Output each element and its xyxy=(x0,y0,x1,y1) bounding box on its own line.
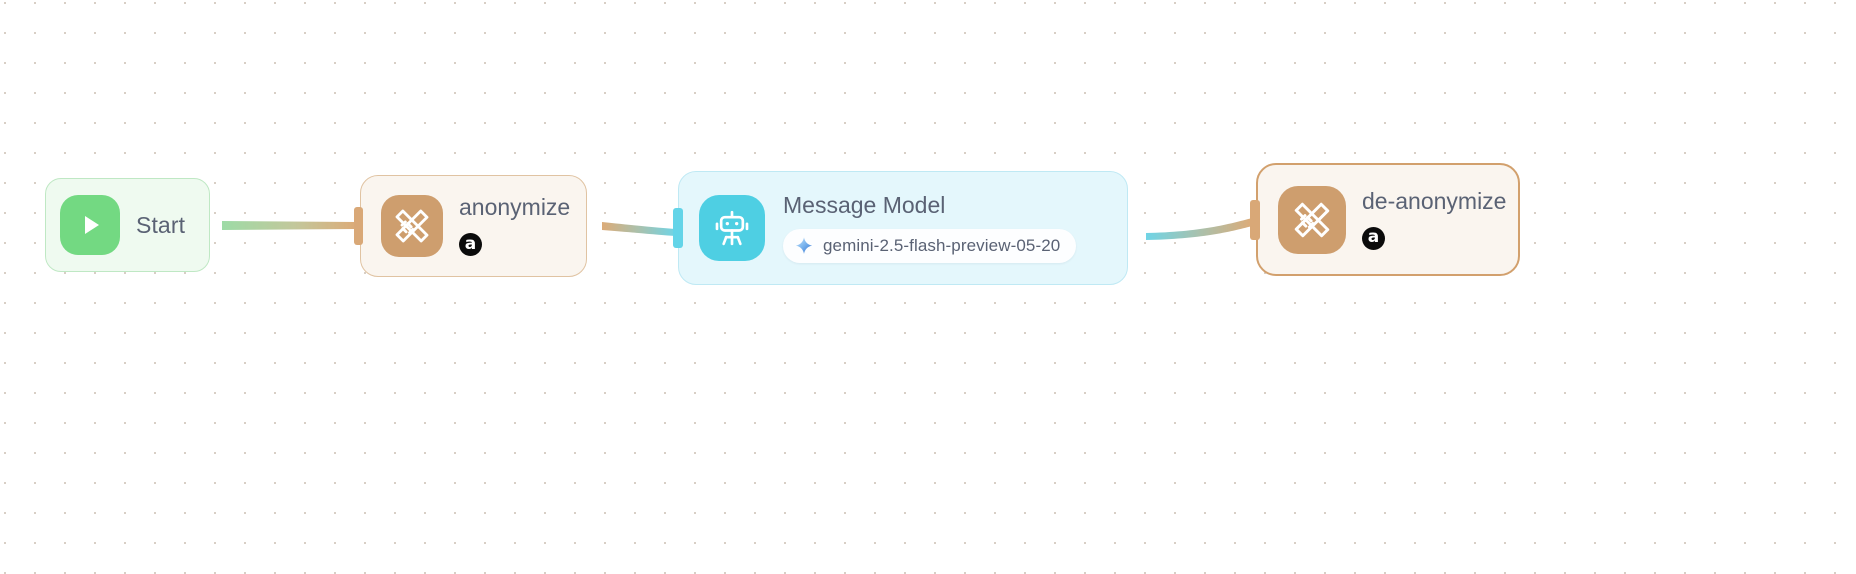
de-anonymize-badge-glyph: a xyxy=(1367,227,1380,247)
de-anonymize-body: de-anonymize a xyxy=(1362,187,1507,250)
de-anonymize-provider-badge: a xyxy=(1362,226,1385,250)
pencil-ruler-icon xyxy=(381,195,443,257)
message-model-body: Message Model gemini-2.5- xyxy=(783,191,1077,263)
node-anonymize-label: anonymize xyxy=(459,194,571,220)
start-body: Start xyxy=(120,212,185,239)
model-selector-pill[interactable]: gemini-2.5-flash-preview-05-20 xyxy=(783,228,1077,263)
play-icon xyxy=(60,195,120,255)
handle-anonymize-input[interactable] xyxy=(354,207,363,245)
gemini-sparkle-icon xyxy=(794,236,814,256)
node-start[interactable]: Start xyxy=(45,178,210,272)
node-anonymize[interactable]: anonymize a xyxy=(360,175,587,277)
edge-start-anonymize[interactable] xyxy=(222,221,356,230)
node-de-anonymize[interactable]: de-anonymize a xyxy=(1256,163,1520,276)
anonymize-body: anonymize a xyxy=(459,196,570,256)
handle-message-model-input[interactable] xyxy=(673,208,683,248)
pencil-ruler-icon xyxy=(1278,185,1346,254)
robot-icon xyxy=(699,195,765,261)
node-de-anonymize-label: de-anonymize xyxy=(1362,187,1507,214)
edge-message-model-deanonymize[interactable] xyxy=(1146,218,1252,240)
node-message-model-title: Message Model xyxy=(783,191,946,218)
anonymize-provider-badge: a xyxy=(459,233,482,256)
node-start-label: Start xyxy=(136,211,186,238)
handle-deanonymize-input[interactable] xyxy=(1250,200,1260,240)
edge-anonymize-message-model[interactable] xyxy=(602,222,676,236)
model-name-text: gemini-2.5-flash-preview-05-20 xyxy=(823,235,1061,255)
anonymize-badge-glyph: a xyxy=(464,233,477,254)
node-message-model[interactable]: Message Model gemini-2.5- xyxy=(678,171,1128,285)
